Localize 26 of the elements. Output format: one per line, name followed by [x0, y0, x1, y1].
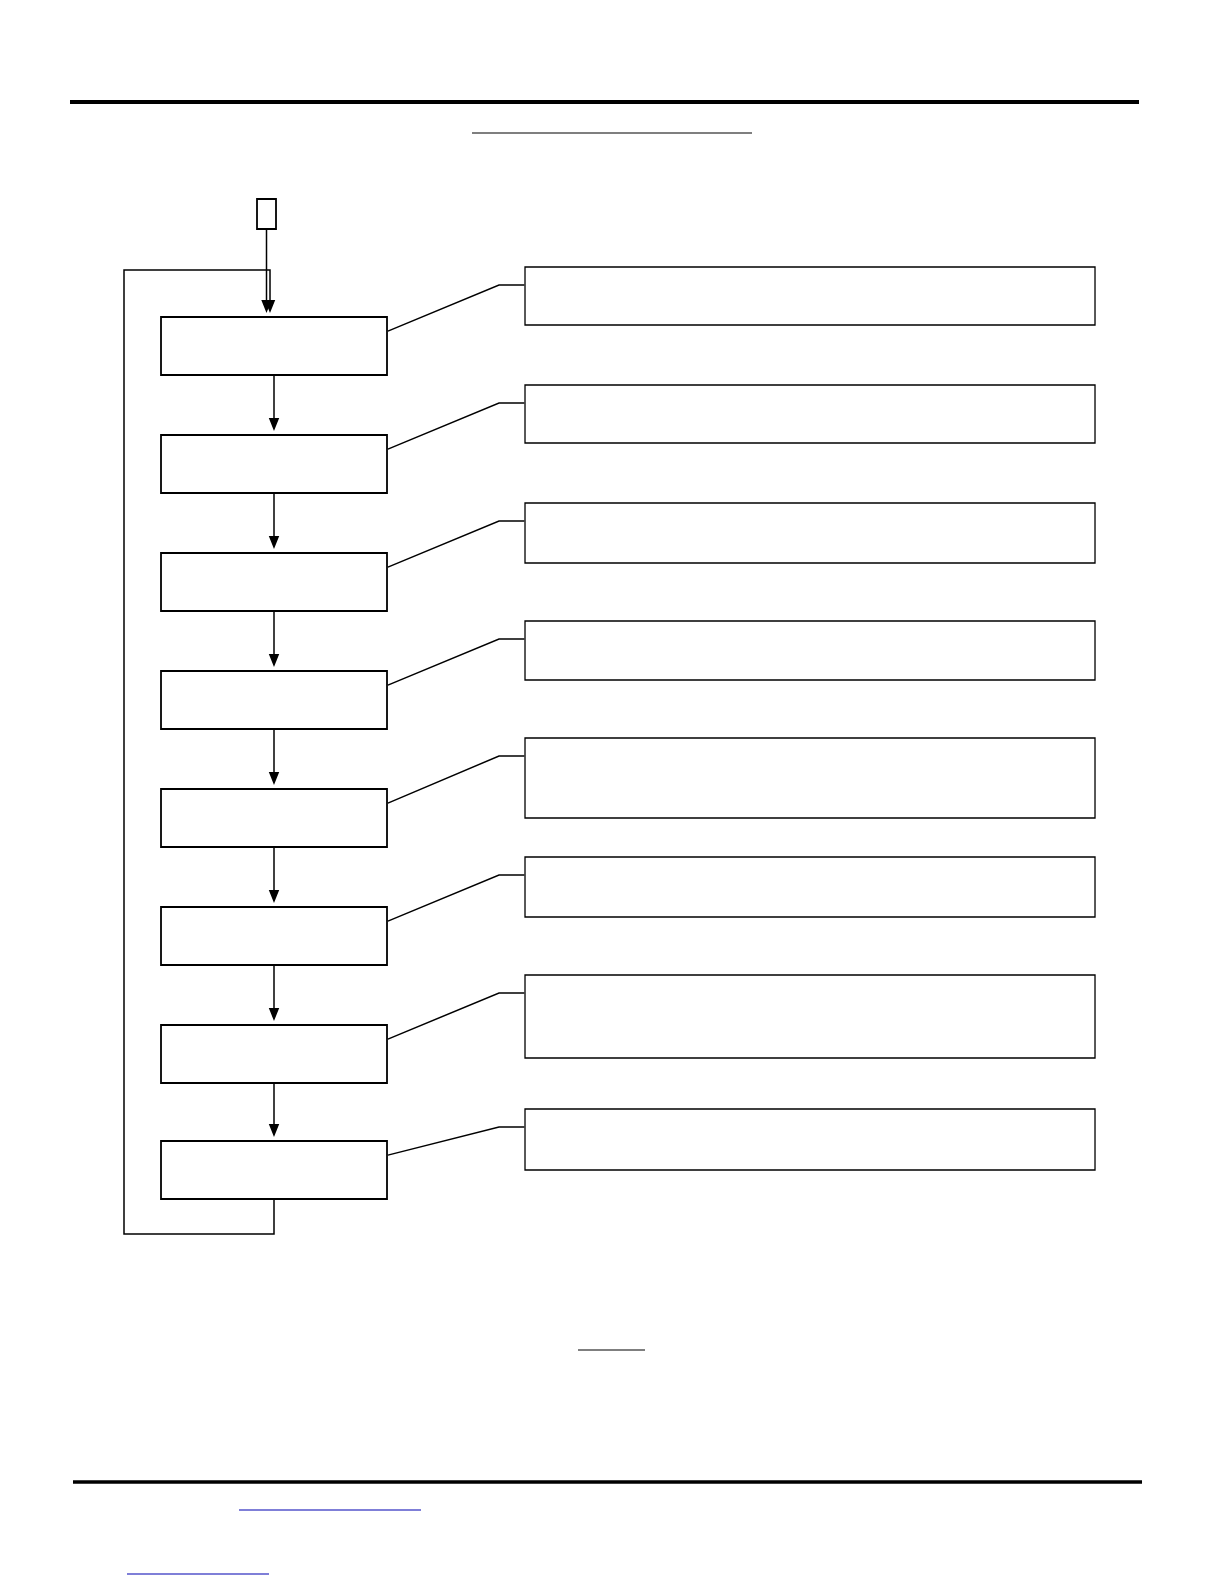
process-box — [160, 788, 388, 848]
process-box — [160, 1024, 388, 1084]
process-box — [160, 670, 388, 730]
leader-line — [387, 874, 526, 922]
note-box — [524, 384, 1096, 444]
leader-line — [387, 1126, 526, 1156]
leader-line — [387, 402, 526, 450]
note-box — [524, 266, 1096, 326]
note-box — [524, 737, 1096, 819]
note-box — [524, 620, 1096, 681]
start-box — [256, 198, 277, 230]
leader-line — [387, 638, 526, 686]
process-box — [160, 316, 388, 376]
process-box — [160, 552, 388, 612]
process-box — [160, 434, 388, 494]
note-box — [524, 502, 1096, 564]
note-box — [524, 974, 1096, 1059]
leader-line — [387, 755, 526, 804]
note-box — [524, 856, 1096, 918]
leader-line — [387, 520, 526, 568]
process-box — [160, 906, 388, 966]
leader-line — [387, 992, 526, 1040]
leader-line — [387, 284, 526, 332]
loop-arrow — [123, 269, 276, 1235]
note-box — [524, 1108, 1096, 1171]
process-box — [160, 1140, 388, 1200]
